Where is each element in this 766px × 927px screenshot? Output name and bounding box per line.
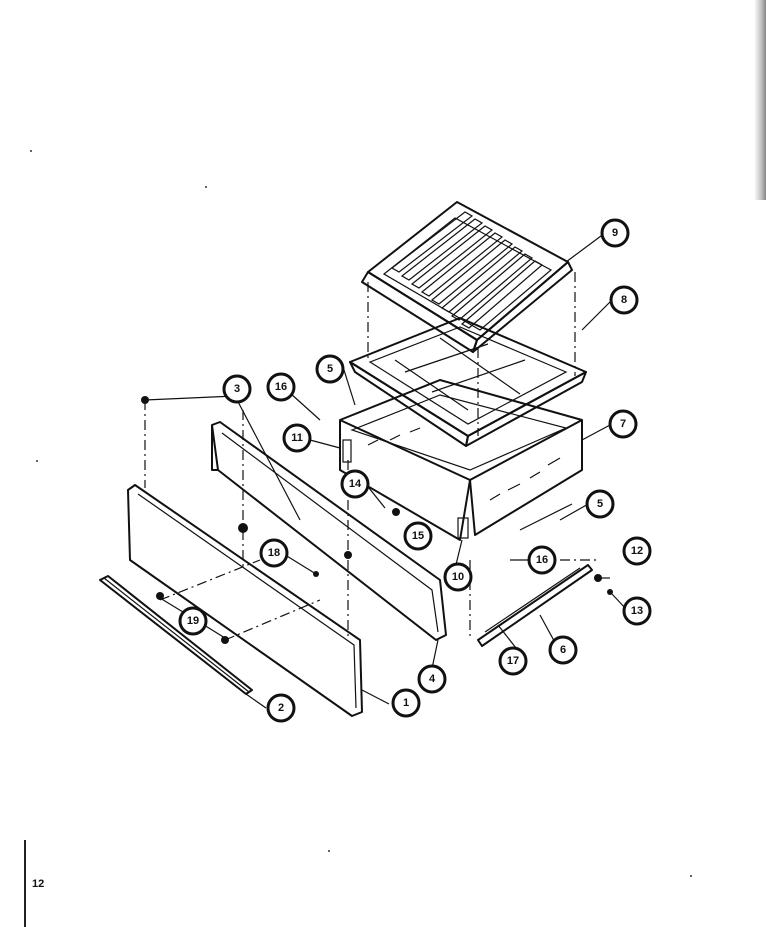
callout-17: 17 (498, 646, 528, 676)
drawer-front-panel-part (127, 484, 363, 717)
callout-3: 3 (222, 374, 252, 404)
svg-text:17: 17 (507, 655, 519, 667)
callout-1: 1 (391, 688, 421, 718)
handle-part (99, 575, 253, 695)
callout-16-top: 16 (266, 372, 296, 402)
callout-15: 15 (403, 521, 433, 551)
callout-19: 19 (178, 606, 208, 636)
scan-speck (205, 186, 207, 188)
callout-16-right: 16 (527, 545, 557, 575)
callout-5-right: 5 (585, 489, 615, 519)
callout-9: 9 (600, 218, 630, 248)
scan-speck (690, 875, 692, 877)
svg-text:6: 6 (560, 644, 566, 656)
callout-7: 7 (608, 409, 638, 439)
callout-11: 11 (282, 423, 312, 453)
page-number: 12 (32, 878, 45, 890)
scan-edge-shadow (754, 0, 766, 200)
svg-text:12: 12 (631, 545, 643, 557)
svg-text:4: 4 (429, 673, 436, 685)
leader-lines (144, 232, 628, 709)
scan-speck (36, 460, 38, 462)
scan-speck (328, 850, 330, 852)
broiler-pan-part (349, 317, 587, 447)
svg-text:5: 5 (597, 498, 603, 510)
callout-14: 14 (340, 469, 370, 499)
callout-5-top: 5 (315, 354, 345, 384)
callout-13: 13 (622, 596, 652, 626)
svg-text:11: 11 (291, 432, 303, 444)
margin-line (24, 840, 26, 927)
svg-text:13: 13 (631, 605, 643, 617)
callout-4: 4 (417, 664, 447, 694)
callout-6: 6 (548, 635, 578, 665)
drawer-body-part (339, 379, 583, 541)
svg-text:14: 14 (349, 478, 362, 490)
svg-text:8: 8 (621, 294, 627, 306)
svg-text:5: 5 (327, 363, 333, 375)
svg-text:19: 19 (187, 615, 199, 627)
callout-12: 12 (622, 536, 652, 566)
svg-text:2: 2 (278, 702, 284, 714)
svg-text:7: 7 (620, 418, 626, 430)
slide-rail-part (477, 564, 593, 647)
svg-text:16: 16 (275, 381, 287, 393)
svg-text:16: 16 (536, 554, 548, 566)
drawer-inner-panel-part (211, 421, 447, 641)
svg-text:9: 9 (612, 227, 618, 239)
svg-text:18: 18 (268, 547, 280, 559)
svg-text:1: 1 (403, 697, 409, 709)
callout-18: 18 (259, 538, 289, 568)
callout-8: 8 (609, 285, 639, 315)
assembly-lines (144, 272, 600, 641)
callout-10: 10 (443, 562, 473, 592)
svg-text:15: 15 (412, 530, 424, 542)
svg-text:10: 10 (452, 571, 464, 583)
callout-2: 2 (266, 693, 296, 723)
svg-text:3: 3 (234, 383, 240, 395)
scan-speck (30, 150, 32, 152)
